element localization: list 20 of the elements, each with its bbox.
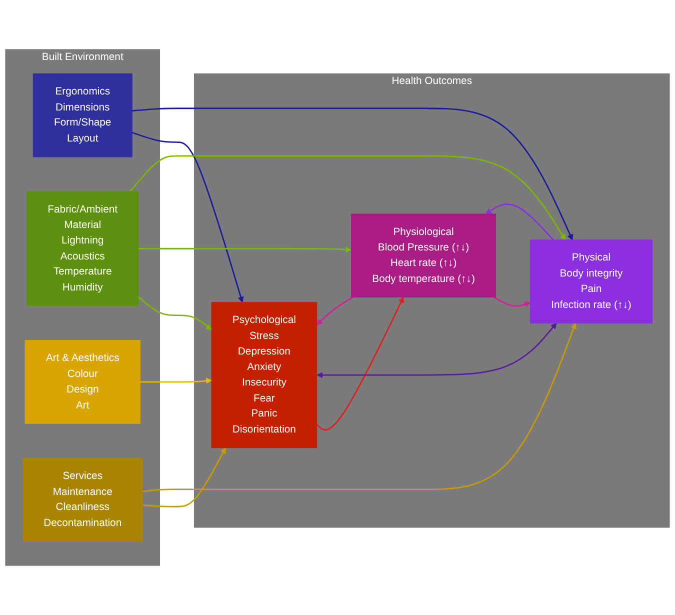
arrow — [130, 155, 566, 240]
arrow — [142, 322, 576, 492]
arrow — [138, 296, 212, 330]
arrow — [138, 246, 352, 253]
arrow — [142, 447, 226, 508]
arrow — [316, 296, 404, 431]
node-box: Fabric/Ambient Material Lightning Acoustics Temperature Humidity — [26, 191, 139, 306]
arrow — [316, 322, 557, 378]
node-box: Services Maintenance Cleanliness Decontamination — [22, 458, 143, 542]
arrow — [132, 132, 244, 303]
arrow — [494, 296, 531, 308]
node-box: Art & Aesthetics Colour Design Art — [24, 340, 140, 424]
node-box: Physical Body integrity Pain Infection rate (↑↓) — [530, 240, 652, 324]
arrow — [316, 296, 354, 326]
node-box: Psychological Stress Depression Anxiety Insecurity Fear Panic Disorientation — [211, 302, 318, 448]
arrow — [140, 378, 212, 384]
arrow — [132, 108, 573, 240]
node-box: Ergonomics Dimensions Form/Shape Layout — [32, 73, 132, 158]
node-box: Physiological Blood Pressure (↑↓) Heart rate (↑↓) Body temperature (↑↓) — [351, 214, 496, 298]
arrow — [486, 204, 554, 240]
